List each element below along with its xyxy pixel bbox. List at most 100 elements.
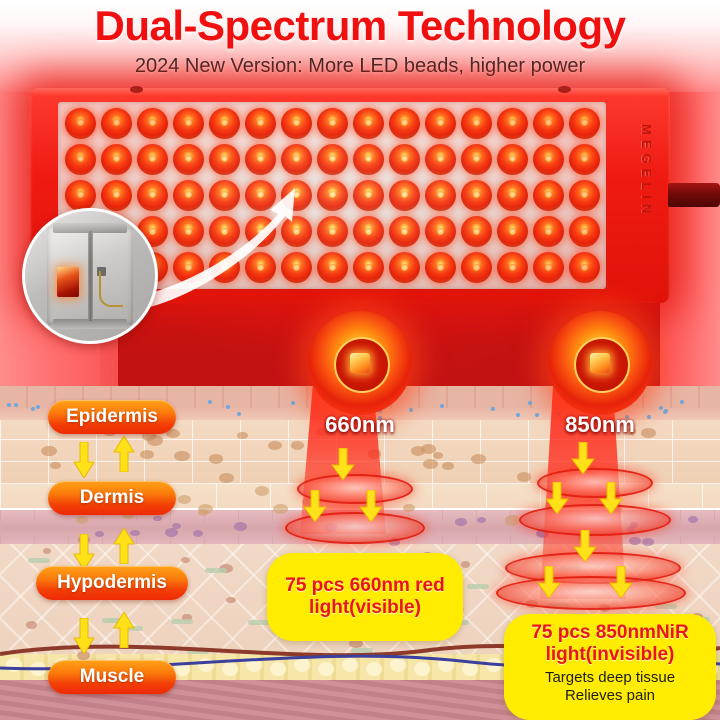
led-bead bbox=[278, 141, 314, 177]
led-bead bbox=[206, 105, 242, 141]
skin-cell-nucleus bbox=[75, 515, 89, 525]
fat-globule bbox=[270, 662, 286, 676]
skin-cell-nucleus bbox=[403, 503, 415, 512]
led-chip-body bbox=[47, 223, 133, 329]
brand-logo-text: MEGELIN bbox=[639, 124, 654, 219]
led-bead bbox=[350, 141, 386, 177]
led-bead bbox=[566, 250, 602, 286]
led-bead bbox=[350, 105, 386, 141]
led-bead bbox=[458, 105, 494, 141]
emitter-850-die bbox=[590, 353, 610, 373]
led-bead bbox=[494, 141, 530, 177]
dermis-speck bbox=[36, 405, 41, 410]
skin-cell-nucleus bbox=[410, 446, 426, 456]
skin-cell-nucleus bbox=[470, 453, 487, 465]
hypodermis-lipid-dash bbox=[106, 617, 129, 623]
led-bead bbox=[278, 214, 314, 250]
skin-cell-nucleus bbox=[349, 639, 363, 649]
emitter-850 bbox=[548, 311, 652, 415]
led-bead bbox=[206, 141, 242, 177]
hypodermis-lipid-dash bbox=[466, 584, 489, 590]
skin-cell-nucleus bbox=[455, 518, 467, 526]
led-magnifier-inset bbox=[22, 208, 158, 344]
skin-cell-nucleus bbox=[432, 451, 444, 459]
led-bead bbox=[530, 105, 566, 141]
skin-cell-nucleus bbox=[121, 510, 135, 520]
hypodermis-lipid-dash bbox=[655, 603, 678, 609]
led-bead bbox=[314, 141, 350, 177]
led-bead bbox=[242, 177, 278, 213]
led-bead bbox=[134, 177, 170, 213]
led-bead bbox=[170, 177, 206, 213]
skin-cell-nucleus bbox=[290, 440, 305, 450]
led-bead bbox=[494, 214, 530, 250]
led-bead bbox=[278, 105, 314, 141]
panel-mount-bump-left bbox=[130, 86, 143, 93]
led-bead bbox=[62, 177, 98, 213]
led-bead bbox=[206, 177, 242, 213]
emitter-660-die bbox=[350, 353, 370, 373]
skin-cell-nucleus bbox=[182, 614, 192, 621]
hypodermis-lipid-dash bbox=[170, 619, 193, 625]
absorption-zone-850-2 bbox=[519, 504, 671, 536]
chip-center-divider bbox=[88, 231, 93, 321]
skin-cell-nucleus bbox=[420, 443, 436, 454]
skin-cell-nucleus bbox=[77, 535, 90, 545]
skin-cell-nucleus bbox=[237, 432, 248, 440]
skin-cell-nucleus bbox=[624, 427, 636, 436]
led-bead bbox=[206, 250, 242, 286]
led-bead bbox=[170, 250, 206, 286]
skin-cell-nucleus bbox=[172, 522, 182, 529]
led-bead bbox=[98, 141, 134, 177]
hypodermis-lipid-dash bbox=[248, 620, 271, 626]
fat-globule bbox=[366, 662, 382, 676]
absorption-zone-660-2 bbox=[285, 512, 425, 544]
absorption-zone-660-1 bbox=[297, 474, 413, 504]
skin-cell-nucleus bbox=[197, 503, 213, 514]
led-bead bbox=[494, 105, 530, 141]
skin-cell-nucleus bbox=[140, 449, 154, 459]
skin-cell-nucleus bbox=[272, 503, 289, 514]
callout-660nm-title: 75 pcs 660nm red light(visible) bbox=[285, 574, 445, 618]
led-bead bbox=[134, 141, 170, 177]
skin-cell-nucleus bbox=[268, 440, 283, 451]
led-bead bbox=[422, 214, 458, 250]
led-bead bbox=[278, 177, 314, 213]
panel-face bbox=[58, 102, 606, 289]
skin-cell-nucleus bbox=[517, 472, 532, 482]
wavelength-label-850: 850nm bbox=[565, 412, 635, 437]
skin-cell-nucleus bbox=[442, 462, 455, 471]
skin-cell-nucleus bbox=[476, 517, 487, 524]
dermis-speck bbox=[534, 412, 539, 417]
led-bead bbox=[422, 177, 458, 213]
panel-top-lip bbox=[30, 86, 670, 96]
dermis-speck bbox=[658, 405, 663, 410]
fat-globule bbox=[462, 662, 478, 676]
led-bead bbox=[242, 250, 278, 286]
skin-cell-nucleus bbox=[164, 528, 178, 538]
dermis-speck bbox=[408, 408, 413, 413]
led-bead bbox=[314, 250, 350, 286]
led-bead bbox=[386, 250, 422, 286]
led-bead bbox=[314, 214, 350, 250]
led-bead bbox=[422, 105, 458, 141]
emitter-660 bbox=[308, 311, 412, 415]
dermis-speck bbox=[439, 403, 444, 408]
chip-bottom-lead bbox=[53, 319, 127, 329]
led-bead bbox=[134, 105, 170, 141]
skin-cell-nucleus bbox=[642, 537, 654, 546]
skin-cell-nucleus bbox=[42, 548, 51, 554]
led-bead bbox=[386, 105, 422, 141]
led-die bbox=[57, 267, 79, 297]
led-bead bbox=[62, 105, 98, 141]
led-bead bbox=[170, 214, 206, 250]
led-bead bbox=[314, 105, 350, 141]
led-bead bbox=[314, 177, 350, 213]
callout-850nm: 75 pcs 850nmNiR light(invisible) Targets… bbox=[504, 614, 716, 720]
skin-cell-nucleus bbox=[422, 458, 438, 469]
skin-cell-nucleus bbox=[687, 515, 699, 524]
chip-top-lead bbox=[53, 223, 127, 233]
hypodermis-lipid-dash bbox=[28, 558, 51, 564]
fat-globule bbox=[390, 658, 406, 672]
